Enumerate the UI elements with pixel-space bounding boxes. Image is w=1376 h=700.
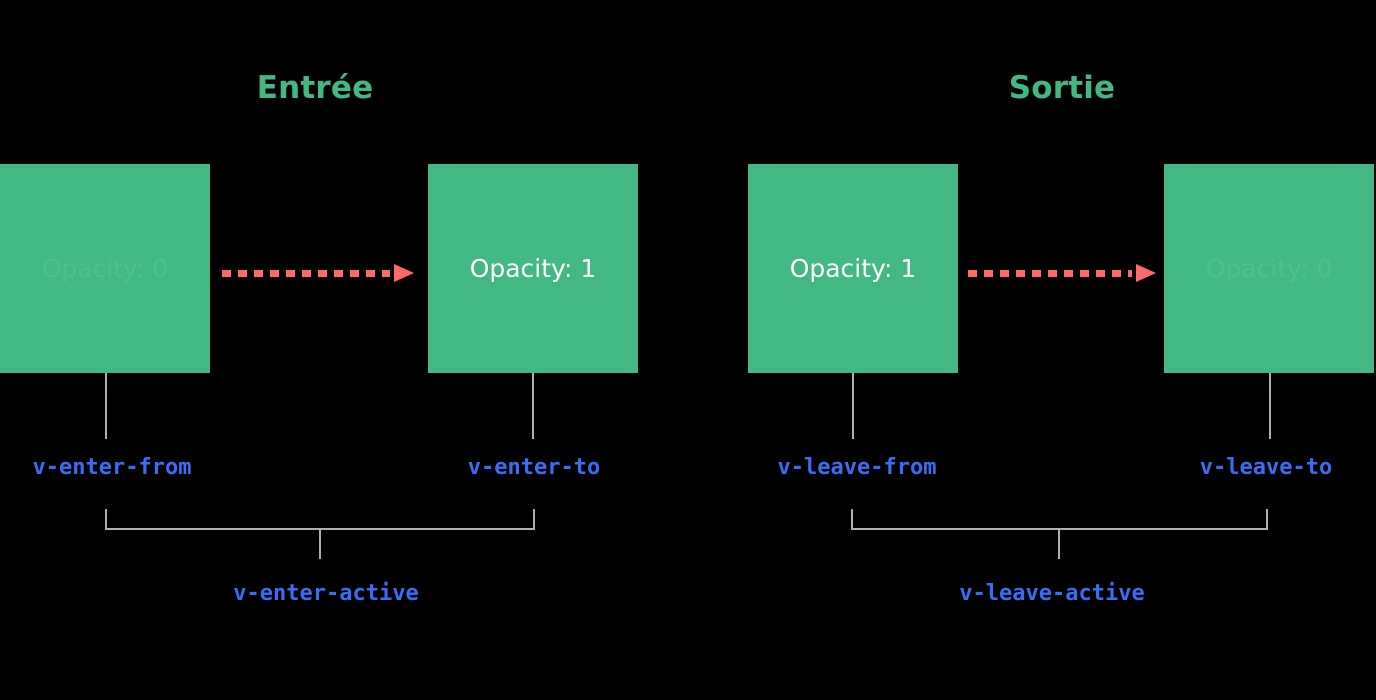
state-label-enter-active: v-enter-active bbox=[233, 581, 419, 606]
section-title-enter: Entrée bbox=[256, 70, 374, 106]
box-leave-from-text: Opacity: 1 bbox=[789, 254, 917, 283]
transition-arrow-leave bbox=[968, 264, 1156, 282]
state-label-enter-from: v-enter-from bbox=[32, 455, 192, 480]
state-label-leave-from: v-leave-from bbox=[777, 455, 937, 480]
bracket-stem-enter bbox=[319, 529, 321, 559]
bracket-leave-active bbox=[851, 509, 1268, 530]
connector-leave-to bbox=[1269, 373, 1271, 439]
state-label-leave-to: v-leave-to bbox=[1199, 455, 1333, 480]
section-title-leave: Sortie bbox=[1008, 70, 1116, 106]
box-enter-to: Opacity: 1 bbox=[428, 164, 638, 373]
dashed-line-icon bbox=[222, 270, 390, 277]
arrow-head-icon bbox=[394, 264, 414, 282]
box-leave-to: Opacity: 0 bbox=[1164, 164, 1374, 373]
box-enter-to-text: Opacity: 1 bbox=[469, 254, 597, 283]
connector-enter-from bbox=[105, 373, 107, 439]
box-enter-from-text: Opacity: 0 bbox=[41, 254, 169, 283]
state-label-enter-to: v-enter-to bbox=[467, 455, 601, 480]
connector-leave-from bbox=[852, 373, 854, 439]
arrow-head-icon bbox=[1136, 264, 1156, 282]
bracket-enter-active bbox=[105, 509, 535, 530]
transition-arrow-enter bbox=[222, 264, 414, 282]
bracket-stem-leave bbox=[1058, 529, 1060, 559]
box-enter-from: Opacity: 0 bbox=[0, 164, 210, 373]
dashed-line-icon bbox=[968, 270, 1132, 277]
box-leave-to-text: Opacity: 0 bbox=[1205, 254, 1333, 283]
connector-enter-to bbox=[532, 373, 534, 439]
box-leave-from: Opacity: 1 bbox=[748, 164, 958, 373]
state-label-leave-active: v-leave-active bbox=[959, 581, 1145, 606]
